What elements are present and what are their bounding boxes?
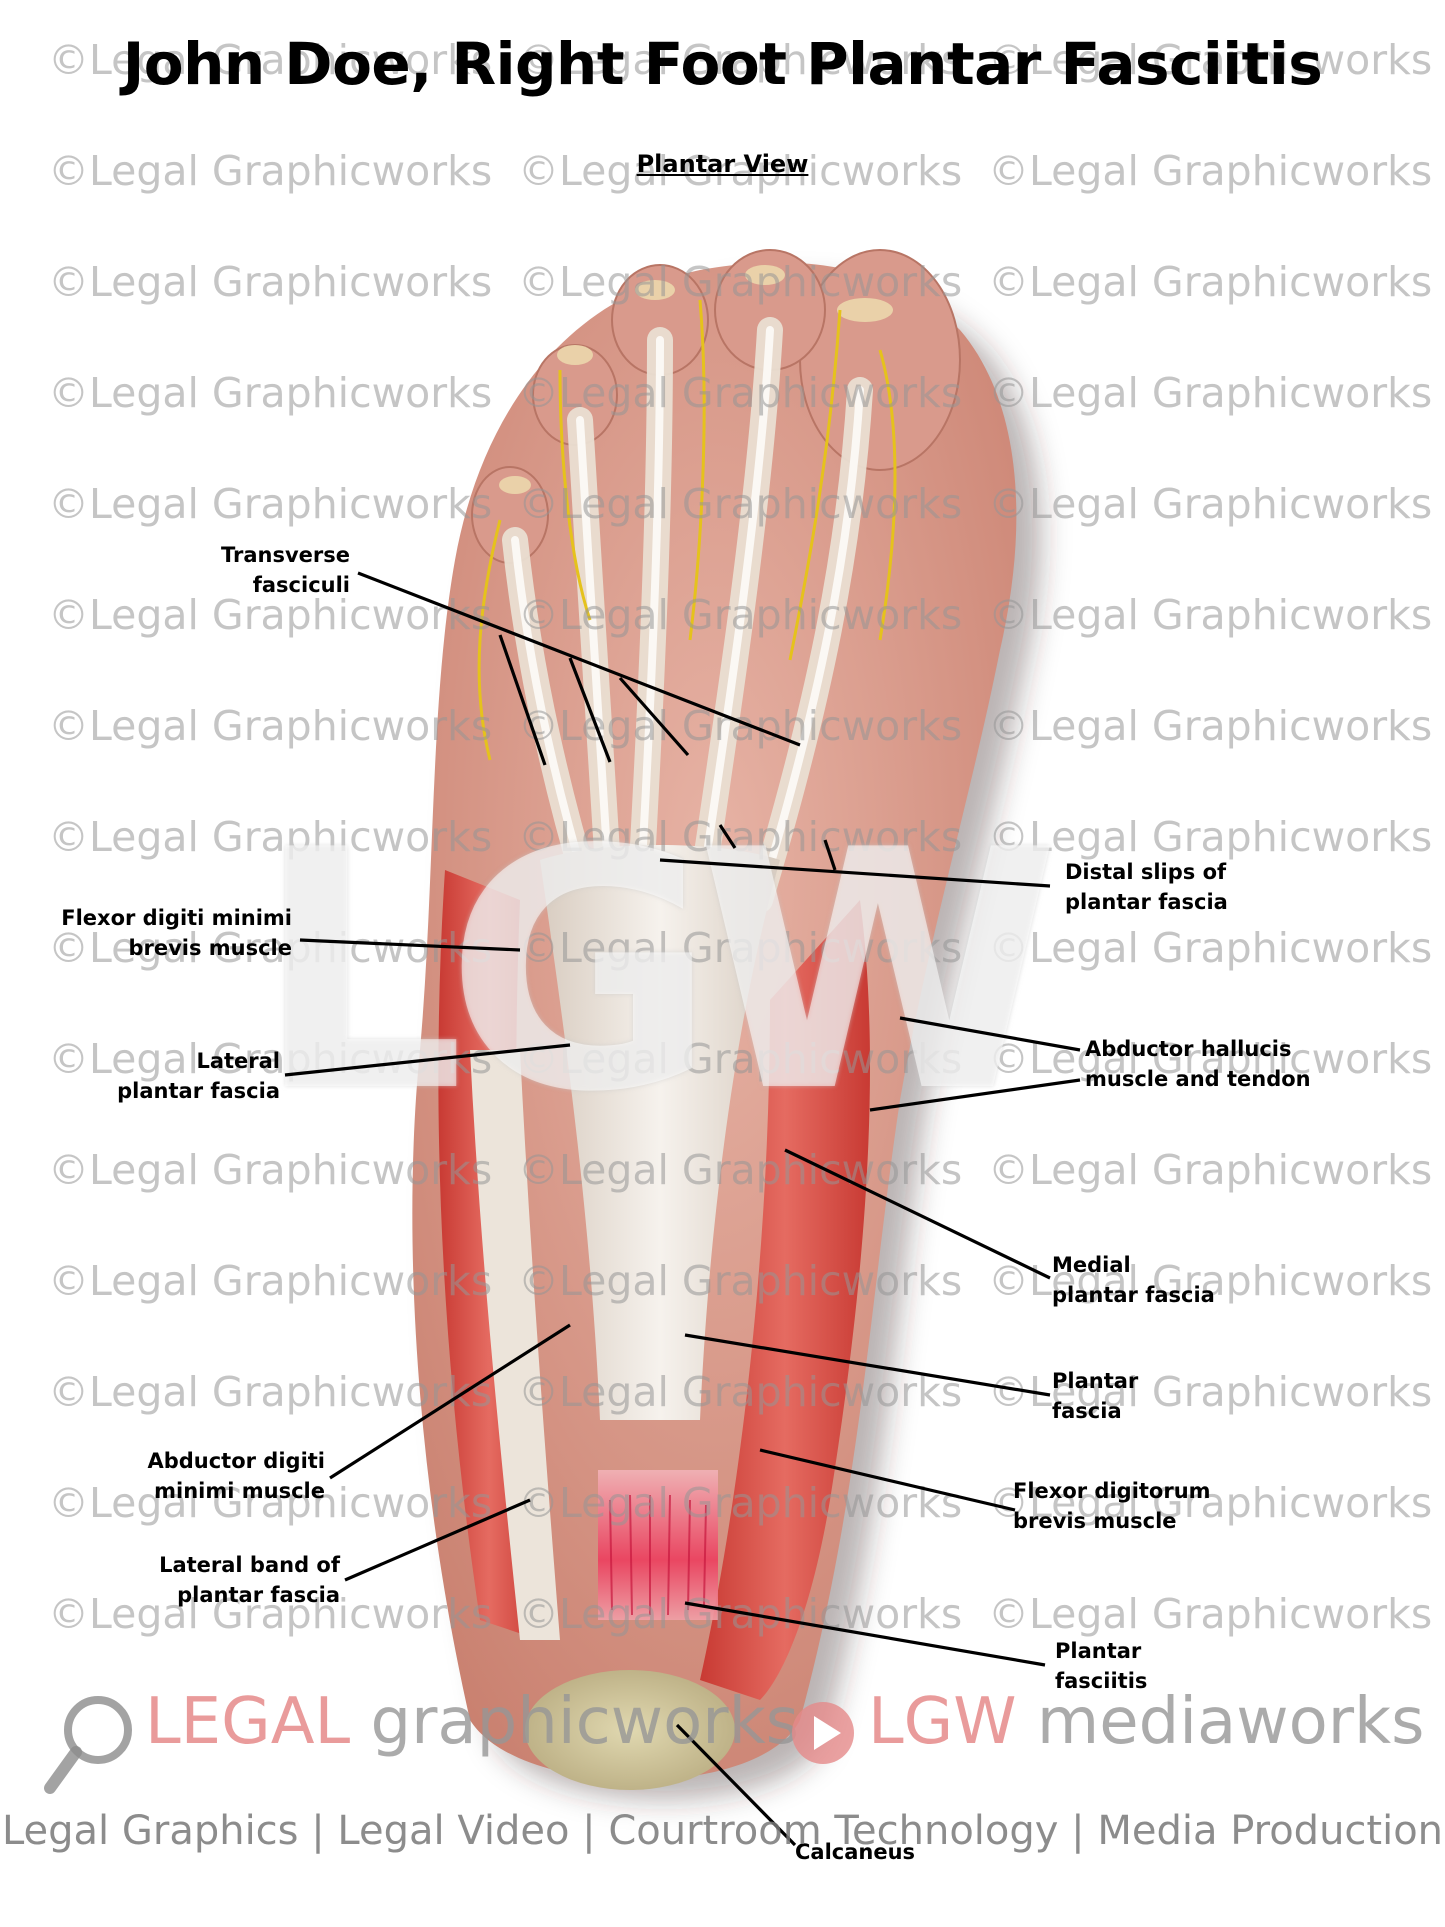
watermark-text: ©Legal Graphicworks — [988, 258, 1433, 306]
lateral-band — [470, 1050, 560, 1640]
toenails — [499, 265, 893, 494]
label-transverse-fasciculi: Transverse fasciculi — [205, 540, 350, 600]
label-line: fasciitis — [1055, 1669, 1148, 1693]
plantar-fasciitis-area — [598, 1470, 718, 1620]
view-subtitle: Plantar View — [636, 150, 809, 178]
watermark-text: ©Legal Graphicworks — [988, 369, 1433, 417]
label-line: brevis muscle — [128, 936, 292, 960]
label-line: Plantar — [1052, 1369, 1139, 1393]
label-line: fasciculi — [252, 573, 350, 597]
watermark-text: ©Legal Graphicworks — [518, 591, 963, 639]
watermark-text: ©Legal Graphicworks — [988, 1257, 1433, 1305]
plantar-fascia-body — [540, 845, 780, 1420]
label-medial-plantar-fascia: Medial plantar fascia — [1052, 1250, 1215, 1310]
label-line: Abductor hallucis — [1085, 1037, 1292, 1061]
calcaneus — [525, 1670, 735, 1790]
watermark-text: ©Legal Graphicworks — [518, 36, 963, 84]
brand-mediaworks: mediaworks — [1036, 1685, 1425, 1759]
watermark-text: ©Legal Graphicworks — [48, 1146, 493, 1194]
label-line: plantar fascia — [1065, 890, 1228, 914]
watermark-text: ©Legal Graphicworks — [518, 1146, 963, 1194]
label-lateral-plantar-fascia: Lateral plantar fascia — [90, 1046, 280, 1106]
watermark-text: ©Legal Graphicworks — [48, 813, 493, 861]
watermark-text: ©Legal Graphicworks — [988, 147, 1433, 195]
watermark-text: ©Legal Graphicworks — [48, 1368, 493, 1416]
watermark-text: ©Legal Graphicworks — [988, 1479, 1433, 1527]
label-abductor-hallucis: Abductor hallucis muscle and tendon — [1085, 1034, 1311, 1094]
label-line: Transverse — [220, 543, 350, 567]
label-plantar-fascia: Plantar fascia — [1052, 1366, 1138, 1426]
label-line: Abductor digiti — [147, 1449, 325, 1473]
watermark-text: ©Legal Graphicworks — [518, 813, 963, 861]
label-line: Plantar — [1055, 1639, 1142, 1663]
watermark-text: ©Legal Graphicworks — [48, 924, 493, 972]
watermark-text: ©Legal Graphicworks — [518, 369, 963, 417]
watermark-text: ©Legal Graphicworks — [48, 591, 493, 639]
medial-muscle — [700, 900, 870, 1700]
watermark-text: ©Legal Graphicworks — [48, 258, 493, 306]
watermark-text: ©Legal Graphicworks — [518, 1479, 963, 1527]
watermark-text: ©Legal Graphicworks — [988, 1035, 1433, 1083]
watermark-text: ©Legal Graphicworks — [518, 1368, 963, 1416]
label-distal-slips: Distal slips of plantar fascia — [1065, 857, 1228, 917]
watermark-text: ©Legal Graphicworks — [988, 702, 1433, 750]
watermark-text: ©Legal Graphicworks — [48, 369, 493, 417]
watermark-text: ©Legal Graphicworks — [988, 1590, 1433, 1638]
brand-graphicworks: graphicworks — [370, 1685, 799, 1759]
watermark-text: ©Legal Graphicworks — [48, 36, 493, 84]
label-line: Medial — [1052, 1253, 1131, 1277]
brand-tagline: Legal Graphics | Legal Video | Courtroom… — [1, 1808, 1444, 1854]
label-line: plantar fascia — [117, 1079, 280, 1103]
watermark-text: ©Legal Graphicworks — [988, 591, 1433, 639]
watermark-text: ©Legal Graphicworks — [518, 480, 963, 528]
play-icon — [792, 1702, 854, 1764]
watermark-text: ©Legal Graphicworks — [518, 702, 963, 750]
label-line: minimi muscle — [154, 1479, 325, 1503]
brand-legal-graphicworks: LEGAL graphicworks — [145, 1685, 799, 1759]
label-flexor-digitorum-brevis: Flexor digitorum brevis muscle — [1013, 1476, 1211, 1536]
label-lateral-band: Lateral band of plantar fascia — [140, 1550, 340, 1610]
magnifier-icon — [44, 1696, 132, 1794]
label-line: Flexor digitorum — [1013, 1479, 1211, 1503]
label-line: plantar fascia — [177, 1583, 340, 1607]
brand-lgw-mediaworks: LGW mediaworks — [868, 1685, 1424, 1759]
watermark-text: ©Legal Graphicworks — [988, 480, 1433, 528]
watermark-text: ©Legal Graphicworks — [988, 1368, 1433, 1416]
label-line: Flexor digiti minimi — [61, 906, 292, 930]
label-abductor-digiti-minimi: Abductor digiti minimi muscle — [120, 1446, 325, 1506]
brand-lgw: LGW — [868, 1685, 1017, 1759]
label-line: brevis muscle — [1013, 1509, 1177, 1533]
watermark-text: ©Legal Graphicworks — [48, 1590, 493, 1638]
watermark-text: ©Legal Graphicworks — [48, 1035, 493, 1083]
watermark-text: ©Legal Graphicworks — [48, 147, 493, 195]
watermark-text: ©Legal Graphicworks — [48, 702, 493, 750]
watermark-text: ©Legal Graphicworks — [518, 1257, 963, 1305]
watermark-text: ©Legal Graphicworks — [48, 480, 493, 528]
label-line: muscle and tendon — [1085, 1067, 1311, 1091]
watermark-text: ©Legal Graphicworks — [988, 1146, 1433, 1194]
brand-legal: LEGAL — [145, 1685, 351, 1759]
label-calcaneus: Calcaneus — [795, 1840, 916, 1864]
watermark-text: ©Legal Graphicworks — [988, 36, 1433, 84]
lgw-watermark-logo: LGW — [255, 780, 1060, 1164]
watermark-text: ©Legal Graphicworks — [518, 147, 963, 195]
label-line: plantar fascia — [1052, 1283, 1215, 1307]
label-line: Lateral — [196, 1049, 280, 1073]
label-plantar-fasciitis: Plantar fasciitis — [1055, 1636, 1147, 1696]
label-line: Distal slips of — [1065, 860, 1227, 884]
watermark-text: ©Legal Graphicworks — [988, 813, 1433, 861]
watermark-text: ©Legal Graphicworks — [48, 1479, 493, 1527]
label-flexor-digiti-minimi: Flexor digiti minimi brevis muscle — [40, 903, 292, 963]
nerves — [477, 299, 897, 761]
label-line: Lateral band of — [159, 1553, 340, 1577]
watermark-text: ©Legal Graphicworks — [518, 258, 963, 306]
watermark-text: ©Legal Graphicworks — [988, 924, 1433, 972]
watermark-text: ©Legal Graphicworks — [48, 1257, 493, 1305]
watermark-text: ©Legal Graphicworks — [518, 924, 963, 972]
page-title: John Doe, Right Foot Plantar Fasciitis — [122, 30, 1323, 98]
label-line: fascia — [1052, 1399, 1122, 1423]
watermark-text: ©Legal Graphicworks — [518, 1035, 963, 1083]
